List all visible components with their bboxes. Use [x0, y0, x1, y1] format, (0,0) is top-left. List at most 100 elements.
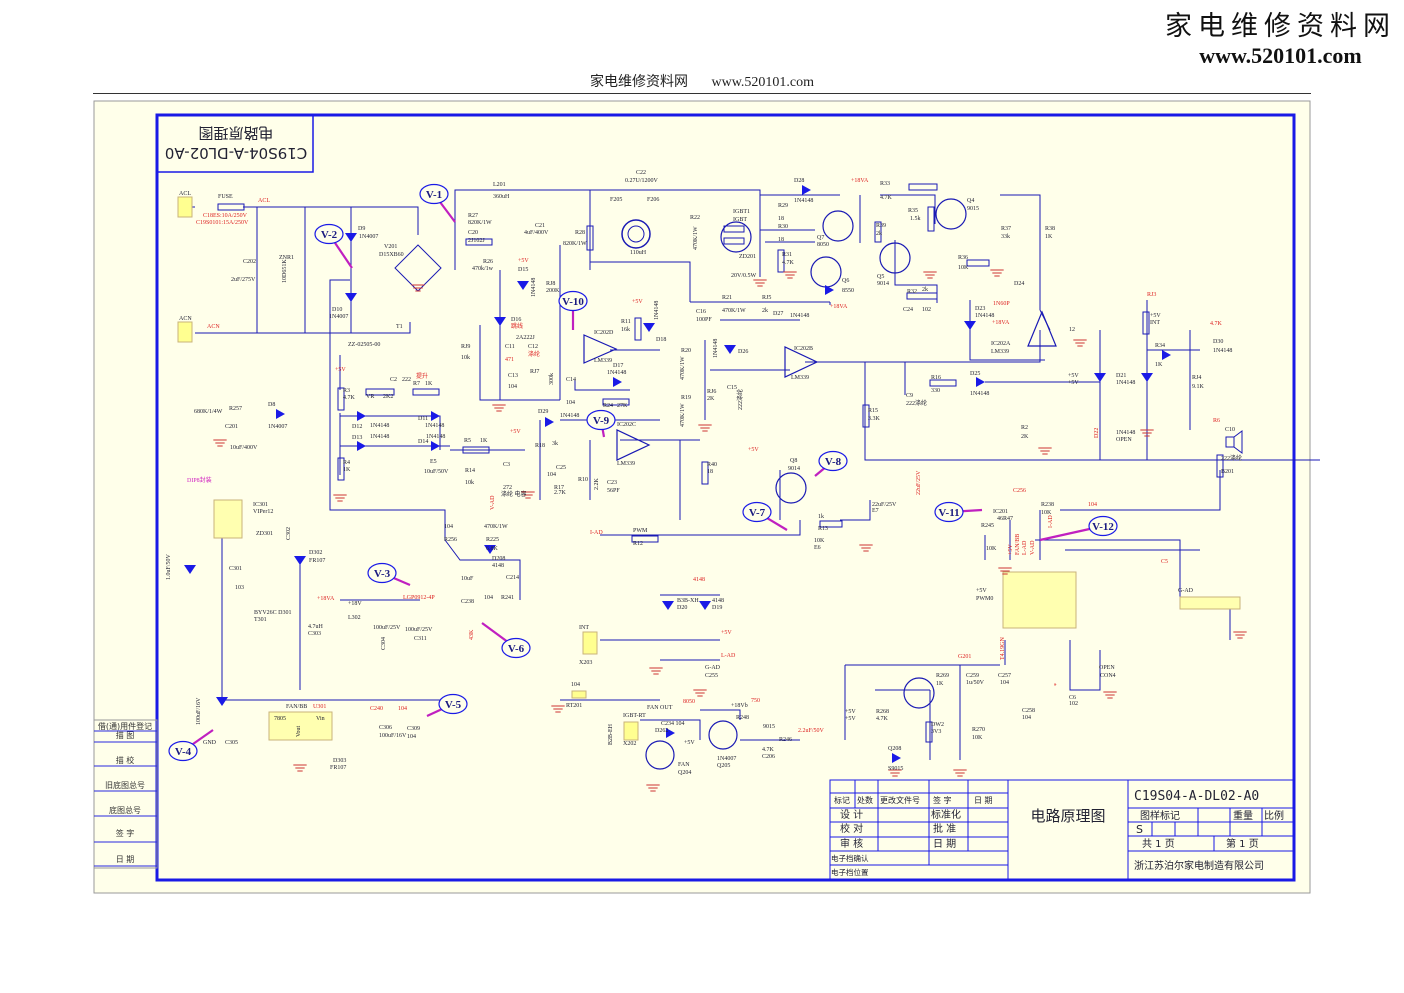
wire — [1069, 640, 1101, 691]
component-label: R36 — [958, 255, 968, 261]
component-label: S9015 — [888, 766, 903, 772]
transistor-symbol — [879, 242, 911, 274]
ground-icon — [646, 784, 660, 792]
component-label: 10K — [972, 735, 983, 741]
component-label: Vin — [316, 716, 325, 722]
component-label: R34 — [1155, 343, 1165, 349]
component-label: IGBT — [733, 217, 747, 223]
component-label: 2K — [707, 396, 715, 402]
test-point-bubble — [586, 409, 616, 431]
component-label: RJ4 — [1192, 375, 1201, 381]
resistor-symbol — [819, 520, 843, 528]
component-label: IC202D — [594, 330, 614, 336]
component-label: 12 — [1069, 327, 1075, 333]
corner-title: 电路原理图 — [198, 124, 273, 142]
component-label: 360uH — [493, 194, 510, 200]
component-label: 8050 — [683, 699, 695, 705]
component-label: Q6 — [842, 278, 849, 284]
component-label: 470K/1W — [693, 226, 699, 250]
component-label: F205 — [610, 197, 622, 203]
component-label: VR — [366, 394, 374, 400]
component-label: 10k — [461, 355, 470, 361]
component-label: IC301 — [253, 502, 268, 508]
wire — [880, 194, 936, 224]
component-label: I-AD — [590, 530, 603, 536]
ground-icon — [1233, 631, 1247, 639]
component-label: 10uF/400V — [230, 445, 258, 451]
component-label: R269 — [936, 673, 949, 679]
component-label: C255 — [705, 673, 718, 679]
tb-e-location: 电子档位置 — [831, 867, 869, 877]
component-label: Q7 — [817, 235, 824, 241]
component-label: FUSE — [218, 194, 233, 200]
component-label: 2A222J — [516, 335, 535, 341]
component-label: C21 — [535, 223, 545, 229]
test-point-label: V-9 — [593, 415, 610, 427]
test-point-label: V-2 — [321, 229, 338, 241]
ground-icon — [998, 567, 1012, 575]
component-label: R27 — [468, 213, 478, 219]
component-label: 100uF/25V — [405, 627, 433, 633]
component-label: L-AD — [1022, 540, 1028, 555]
component-label: FAN/BB — [1015, 534, 1021, 555]
component-label: 27K — [617, 403, 628, 409]
component-label: E5 — [430, 459, 437, 465]
component-label: 4.7K — [782, 260, 795, 266]
tb-title: 电路原理图 — [1030, 807, 1105, 825]
component-label: 1K — [425, 381, 433, 387]
component-label: 1K — [480, 438, 488, 444]
wire — [479, 325, 560, 401]
component-label: 2k — [922, 287, 928, 293]
left-table-label: 底图总号 — [109, 805, 141, 815]
component-label: 2.2uF/50V — [798, 728, 825, 734]
component-label: OPEN — [1099, 665, 1115, 671]
component-label: G201 — [958, 654, 971, 660]
wire — [840, 500, 871, 521]
component-label: D20 — [677, 605, 687, 611]
component-label: 103 — [235, 585, 244, 591]
diode-symbol — [184, 565, 196, 574]
component-label: C13 — [508, 373, 518, 379]
left-table-label: 借(通)用件登记 — [98, 721, 152, 731]
tb-h-sign: 签 字 — [933, 795, 952, 805]
component-label: C9 — [906, 393, 913, 399]
component-label: R2 — [1021, 425, 1028, 431]
test-point-v-10: V-10 — [558, 290, 588, 330]
test-point-bubble — [367, 562, 397, 584]
component-label: R29 — [778, 203, 788, 209]
component-label: +5V — [632, 299, 643, 305]
component-label: C15 — [727, 385, 737, 391]
component-label: C214 — [506, 575, 519, 581]
wire — [864, 362, 1320, 461]
ground-icon — [411, 284, 425, 292]
test-point-v-11: V-11 — [934, 501, 983, 523]
component-label: D14 — [418, 439, 428, 445]
component-label: 750 — [751, 698, 760, 704]
component-label: C234 104 — [661, 721, 685, 727]
ic201-body — [1002, 571, 1077, 629]
resistor-symbol — [1216, 454, 1224, 478]
component-label: 9015 — [967, 206, 979, 212]
component-label: 104 — [1022, 715, 1031, 721]
component-label: 1N4148 — [975, 313, 994, 319]
resistor-symbol — [462, 446, 490, 454]
diode-symbol — [1162, 350, 1171, 360]
component-label: 100uF/25V — [373, 625, 401, 631]
tb-date2: 日 期 — [933, 838, 956, 850]
ground-icon — [293, 764, 307, 772]
component-label: R35 — [908, 208, 918, 214]
component-label: D19 — [712, 605, 722, 611]
component-label: 104 — [444, 524, 453, 530]
test-point-v-9: V-9 — [586, 409, 616, 438]
component-label: R26 — [483, 259, 493, 265]
test-point-label: V-4 — [175, 746, 192, 758]
component-label: R22 — [690, 215, 700, 221]
op-amp-symbol — [583, 334, 618, 364]
component-label: 1N4007 — [329, 314, 348, 320]
component-label: 1K — [936, 681, 944, 687]
component-label: Q5 — [877, 274, 884, 280]
component-label: C19S0101:15A/250V — [196, 220, 249, 226]
component-label: ACN — [179, 316, 192, 322]
resistor-symbol — [723, 237, 745, 245]
